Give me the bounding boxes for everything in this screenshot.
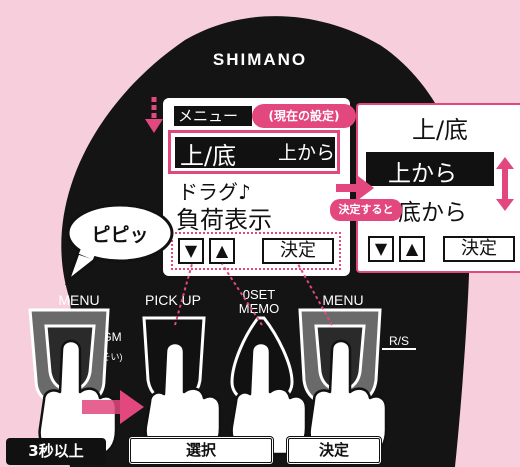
lcd-row-top-bottom: 上/底	[180, 142, 237, 170]
main-softkeys-frame	[171, 232, 341, 270]
lcd-row-drag: ドラグ♪	[178, 180, 251, 204]
transition-arrow-icon	[336, 176, 374, 200]
popup-confirm-key: 決定	[443, 236, 515, 262]
caption-select: 選択	[128, 436, 274, 465]
popup-down-key-icon: ▼	[368, 236, 394, 262]
lcd-row-current-value: 上から	[278, 142, 333, 164]
next-step-arrow-icon	[82, 390, 144, 424]
hand-oset	[230, 341, 308, 456]
soi-label: そい)	[101, 352, 123, 362]
popup-option-other: 底から	[398, 200, 467, 226]
main-up-key-icon: ▲	[209, 238, 235, 264]
rs-label: R/S	[382, 334, 416, 350]
beep-speech-bubble	[64, 203, 174, 285]
menu-right-label: MENU	[322, 292, 364, 308]
lcd-row-load-display: 負荷表示	[176, 206, 272, 234]
caption-hold-3s: 3秒以上	[6, 438, 106, 465]
lcd-selected-row	[175, 137, 335, 168]
pickup-label: PICK UP	[144, 292, 201, 308]
scroll-down-arrow-icon	[145, 97, 163, 133]
main-down-key-icon: ▼	[178, 238, 204, 264]
popup-option-selected: 上から	[388, 161, 457, 187]
current-setting-tag: (現在の設定)	[252, 104, 356, 128]
main-confirm-key: 決定	[262, 238, 334, 264]
oset-label: 0SET	[242, 287, 276, 302]
updown-arrow-icon	[496, 157, 514, 211]
popup-title: 上/底	[411, 116, 469, 144]
brand-logo: SHIMANO	[212, 50, 308, 69]
hand-menu-right	[308, 339, 388, 458]
caption-confirm: 決定	[286, 436, 382, 465]
lcd-menu-title: メニュー	[174, 106, 252, 126]
popup-selected-option	[366, 152, 494, 186]
on-confirm-tag: 決定すると	[330, 199, 402, 221]
hand-menu-left	[38, 339, 118, 458]
beep-text: ピピッ	[91, 224, 149, 246]
menu-left-label: MENU	[58, 292, 100, 308]
result-popup-lcd	[356, 103, 520, 273]
hand-pickup	[144, 341, 222, 456]
popup-up-key-icon: ▲	[399, 236, 425, 262]
memo-label: MEMO	[238, 301, 280, 316]
